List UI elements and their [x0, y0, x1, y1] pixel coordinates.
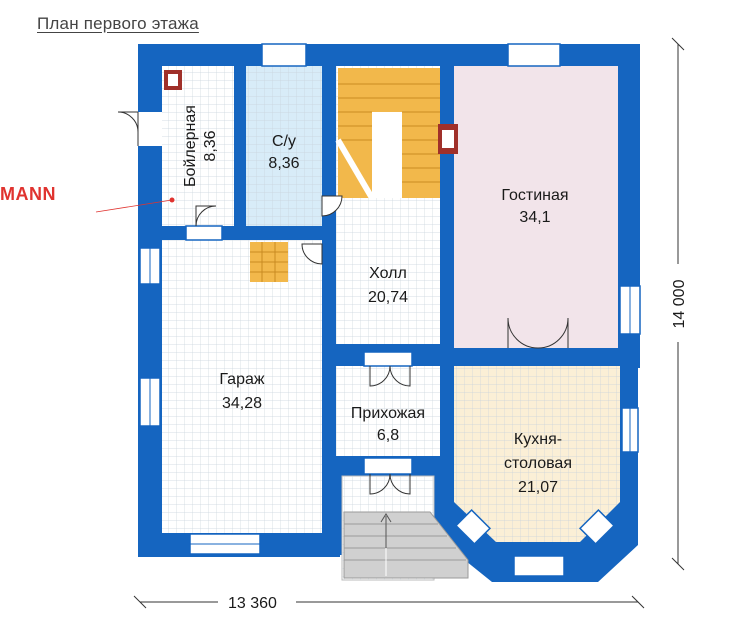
boiler-room-area: 8,36 — [202, 130, 219, 161]
hall-name: Холл — [369, 265, 407, 282]
living-room-name: Гостиная — [501, 187, 568, 204]
height-dimension: 14 000 — [671, 279, 688, 328]
entry-name: Прихожая — [351, 405, 425, 422]
bathroom-area: 8,36 — [268, 155, 299, 172]
kitchen-name-line1: Кухня- — [514, 431, 562, 448]
living-room-floor — [454, 66, 618, 348]
dimension-lines — [133, 37, 685, 609]
fireplace-living — [438, 124, 458, 154]
chimney-boiler — [164, 70, 182, 90]
bathroom-name: С/у — [272, 133, 296, 150]
width-dimension: 13 360 — [228, 595, 277, 612]
porch-steps — [343, 511, 469, 579]
doors — [117, 111, 569, 495]
kitchen-area: 21,07 — [518, 479, 558, 496]
brand-logo-text: MANN — [0, 184, 56, 204]
garage-name: Гараж — [219, 371, 264, 388]
living-room-area: 34,1 — [519, 209, 550, 226]
garage-staircase — [250, 242, 288, 282]
entry-area: 6,8 — [377, 427, 399, 444]
page-title: План первого этажа — [37, 14, 199, 33]
brand-pointer — [95, 197, 175, 213]
kitchen-name-line2: столовая — [504, 455, 572, 472]
entry-arrow — [380, 513, 392, 548]
main-staircase — [335, 68, 440, 200]
boiler-room-name: Бойлерная — [182, 105, 199, 187]
hall-area: 20,74 — [368, 289, 408, 306]
garage-area: 34,28 — [222, 395, 262, 412]
